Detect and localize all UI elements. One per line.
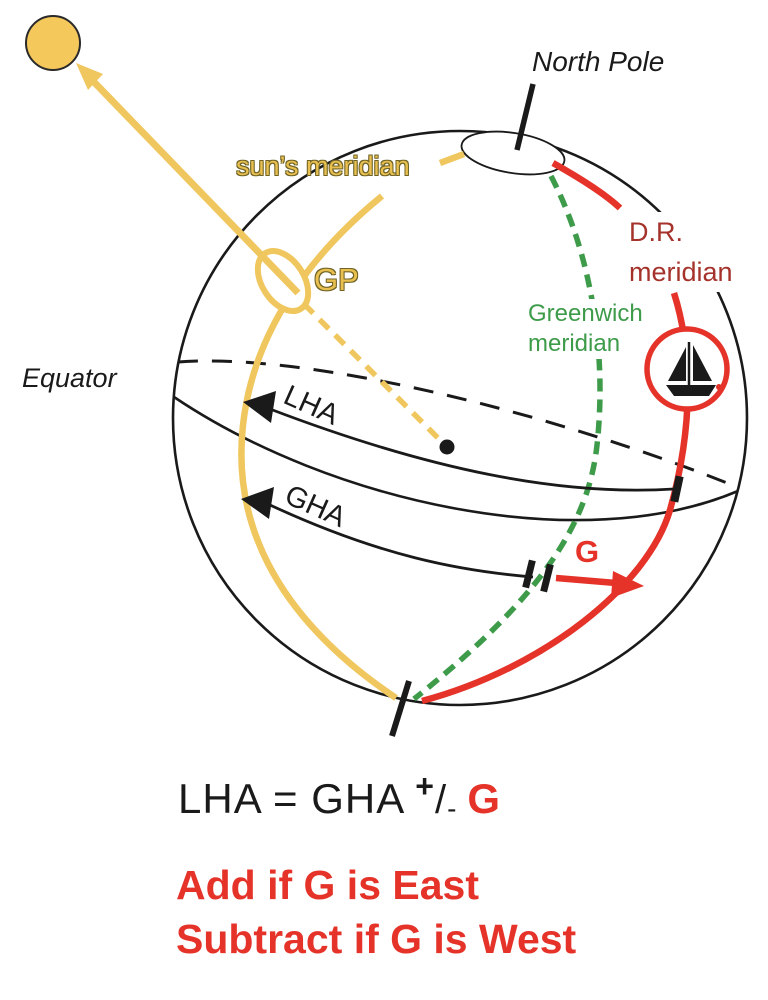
north-pole-tick bbox=[514, 83, 536, 151]
note-add-east: Add if G is East bbox=[176, 862, 479, 908]
formula: LHA = GHA+/-G bbox=[178, 768, 502, 824]
dr-label-line1: D.R. bbox=[629, 217, 683, 247]
greenwich-meridian-curve bbox=[412, 174, 603, 702]
gha-arrowhead bbox=[241, 487, 274, 519]
south-pole-tick bbox=[389, 680, 412, 737]
g-arrow-shaft bbox=[555, 574, 617, 587]
boat-hull bbox=[666, 385, 716, 396]
boat-circle bbox=[644, 326, 730, 412]
equator-back-dashed-arc bbox=[177, 359, 738, 489]
sun-arrow-shaft bbox=[91, 79, 301, 296]
sun-arrowhead bbox=[76, 63, 103, 90]
formula-g: G bbox=[467, 775, 502, 822]
dr-meridian-tick bbox=[670, 475, 684, 503]
greenwich-tick-1 bbox=[522, 559, 536, 589]
formula-slash: / bbox=[434, 778, 448, 822]
boat-main-sail bbox=[693, 345, 712, 381]
earth-center-dot bbox=[439, 439, 455, 455]
equator-label: Equator bbox=[22, 363, 117, 393]
greenwich-tick-2 bbox=[540, 563, 554, 593]
dr-meridian-upper bbox=[551, 160, 623, 211]
g-arrowhead bbox=[611, 571, 644, 598]
dr-label-line2: meridian bbox=[629, 257, 733, 287]
boat-jib-sail bbox=[668, 347, 686, 381]
suns-meridian-curve bbox=[238, 193, 398, 701]
formula-minus: - bbox=[447, 793, 458, 824]
sun-icon bbox=[25, 15, 81, 71]
gp-to-center-dashed-line bbox=[302, 302, 444, 444]
north-pole-label: North Pole bbox=[532, 46, 665, 77]
gp-label: GP bbox=[314, 262, 359, 297]
lha-arrowhead bbox=[243, 391, 276, 423]
formula-plus: + bbox=[415, 768, 435, 804]
dr-meridian-label: D.R. meridian bbox=[626, 212, 736, 292]
note-subtract-west: Subtract if G is West bbox=[176, 916, 577, 962]
lha-arc bbox=[269, 407, 675, 492]
greenwich-label-line1: Greenwich bbox=[528, 300, 643, 327]
formula-lhs: LHA = GHA bbox=[178, 775, 406, 822]
greenwich-label-line2: meridian bbox=[528, 330, 621, 357]
north-pole-ellipse bbox=[460, 130, 566, 176]
sailboat-icon bbox=[644, 326, 730, 412]
earth-sphere-outline bbox=[171, 129, 749, 707]
suns-meridian-label: sun’s meridian bbox=[236, 151, 410, 181]
boat-red-dot bbox=[716, 384, 722, 390]
greenwich-meridian-label: Greenwich meridian bbox=[526, 299, 645, 359]
gha-arc bbox=[269, 503, 534, 579]
suns-meridian-stub bbox=[438, 150, 466, 167]
g-label: G bbox=[575, 534, 600, 569]
